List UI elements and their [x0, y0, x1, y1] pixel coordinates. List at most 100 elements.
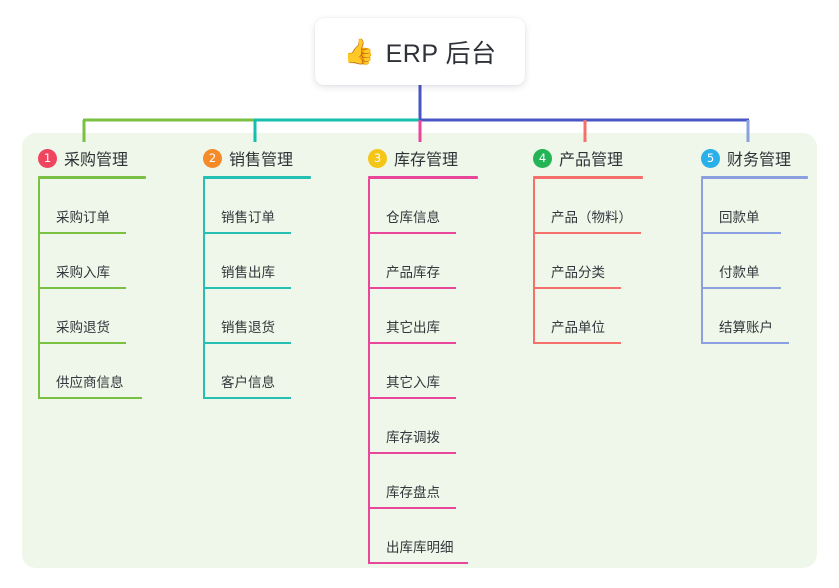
leaf-item[interactable]: 出库库明细 — [368, 509, 478, 564]
column-header-5[interactable]: 5 财务管理 — [701, 146, 808, 170]
column-4: 4 产品管理产品（物料） 产品分类产品单位 — [533, 146, 643, 344]
leaf-item-label: 产品单位 — [551, 320, 605, 335]
column-trunk-4 — [533, 179, 535, 344]
column-title-2: 销售管理 — [229, 152, 294, 169]
leaf-item-rule — [203, 397, 291, 399]
leaf-item[interactable]: 销售退货 — [203, 289, 311, 344]
leaf-item-label: 采购订单 — [56, 210, 110, 225]
leaf-item-rule — [368, 232, 456, 234]
leaf-item-label: 库存盘点 — [386, 485, 440, 500]
leaf-item[interactable]: 销售订单 — [203, 179, 311, 234]
leaf-item[interactable]: 供应商信息 — [38, 344, 146, 399]
column-trunk-2 — [203, 179, 205, 399]
root-title: ERP 后台 — [385, 39, 497, 68]
leaf-item-rule — [38, 232, 126, 234]
leaf-item-rule — [38, 397, 142, 399]
leaf-item-rule — [533, 287, 621, 289]
leaf-item[interactable]: 结算账户 — [701, 289, 808, 344]
column-branch-3: 仓库信息产品库存其它出库其它入库库存调拨库存盘点出库库明细 — [368, 179, 478, 564]
column-badge-5: 5 — [701, 148, 720, 168]
column-header-rule-4 — [533, 176, 643, 179]
leaf-item-label: 采购入库 — [56, 265, 110, 280]
leaf-item-rule — [533, 342, 621, 344]
leaf-item-label: 客户信息 — [221, 375, 275, 390]
column-header-rule-1 — [38, 176, 146, 179]
leaf-item[interactable]: 采购订单 — [38, 179, 146, 234]
column-header-2[interactable]: 2 销售管理 — [203, 146, 311, 170]
leaf-item-label: 库存调拨 — [386, 430, 440, 445]
leaf-item-rule — [701, 342, 789, 344]
leaf-item-label: 销售退货 — [221, 320, 275, 335]
leaf-item-label: 出库库明细 — [386, 540, 454, 555]
column-header-rule-2 — [203, 176, 311, 179]
column-1: 1 采购管理采购订单采购入库采购退货供应商信息 — [38, 146, 146, 399]
column-header-rule-3 — [368, 176, 478, 179]
column-branch-4: 产品（物料） 产品分类产品单位 — [533, 179, 643, 344]
leaf-item-label: 产品（物料） — [551, 210, 632, 225]
leaf-item-label: 供应商信息 — [56, 375, 124, 390]
column-trunk-1 — [38, 179, 40, 399]
column-header-3[interactable]: 3 库存管理 — [368, 146, 478, 170]
leaf-item[interactable]: 产品（物料） — [533, 179, 643, 234]
leaf-item-label: 仓库信息 — [386, 210, 440, 225]
leaf-item-rule — [533, 232, 641, 234]
column-badge-3: 3 — [368, 148, 387, 168]
column-3: 3 库存管理仓库信息产品库存其它出库其它入库库存调拨库存盘点出库库明细 — [368, 146, 478, 564]
leaf-item-label: 产品分类 — [551, 265, 605, 280]
leaf-item-label: 产品库存 — [386, 265, 440, 280]
column-header-4[interactable]: 4 产品管理 — [533, 146, 643, 170]
column-title-1: 采购管理 — [64, 152, 129, 169]
leaf-item[interactable]: 销售出库 — [203, 234, 311, 289]
column-branch-1: 采购订单采购入库采购退货供应商信息 — [38, 179, 146, 399]
leaf-item[interactable]: 其它出库 — [368, 289, 478, 344]
column-badge-1: 1 — [38, 148, 57, 168]
leaf-item[interactable]: 库存调拨 — [368, 399, 478, 454]
column-trunk-5 — [701, 179, 703, 344]
leaf-item[interactable]: 产品库存 — [368, 234, 478, 289]
column-trunk-3 — [368, 179, 370, 564]
leaf-item-rule — [368, 562, 468, 564]
thumbs-up-icon: 👍 — [343, 37, 375, 66]
diagram-panel — [22, 133, 817, 568]
leaf-item-rule — [203, 342, 291, 344]
leaf-item-label: 销售出库 — [221, 265, 275, 280]
leaf-item-label: 结算账户 — [719, 320, 773, 335]
leaf-item-label: 回款单 — [719, 210, 760, 225]
column-title-4: 产品管理 — [559, 152, 624, 169]
leaf-item[interactable]: 其它入库 — [368, 344, 478, 399]
leaf-item[interactable]: 仓库信息 — [368, 179, 478, 234]
column-2: 2 销售管理销售订单销售出库销售退货客户信息 — [203, 146, 311, 399]
leaf-item-label: 采购退货 — [56, 320, 110, 335]
leaf-item[interactable]: 采购退货 — [38, 289, 146, 344]
column-branch-5: 回款单付款单结算账户 — [701, 179, 808, 344]
leaf-item[interactable]: 采购入库 — [38, 234, 146, 289]
leaf-item-rule — [368, 452, 456, 454]
leaf-item-rule — [38, 342, 126, 344]
leaf-item-label: 付款单 — [719, 265, 760, 280]
leaf-item-label: 其它入库 — [386, 375, 440, 390]
root-node-card[interactable]: 👍 ERP 后台 — [315, 18, 525, 85]
leaf-item-label: 销售订单 — [221, 210, 275, 225]
leaf-item-rule — [368, 397, 456, 399]
leaf-item[interactable]: 产品单位 — [533, 289, 643, 344]
leaf-item[interactable]: 客户信息 — [203, 344, 311, 399]
leaf-item-rule — [368, 287, 456, 289]
leaf-item-rule — [701, 232, 781, 234]
leaf-item-rule — [203, 287, 291, 289]
column-branch-2: 销售订单销售出库销售退货客户信息 — [203, 179, 311, 399]
leaf-item[interactable]: 付款单 — [701, 234, 808, 289]
leaf-item[interactable]: 库存盘点 — [368, 454, 478, 509]
column-header-1[interactable]: 1 采购管理 — [38, 146, 146, 170]
leaf-item-label: 其它出库 — [386, 320, 440, 335]
column-title-5: 财务管理 — [727, 152, 792, 169]
column-5: 5 财务管理回款单付款单结算账户 — [701, 146, 808, 344]
column-header-rule-5 — [701, 176, 808, 179]
column-badge-2: 2 — [203, 148, 222, 168]
column-badge-4: 4 — [533, 148, 552, 168]
leaf-item-rule — [368, 507, 456, 509]
column-title-3: 库存管理 — [394, 152, 459, 169]
leaf-item-rule — [701, 287, 781, 289]
leaf-item[interactable]: 产品分类 — [533, 234, 643, 289]
leaf-item[interactable]: 回款单 — [701, 179, 808, 234]
